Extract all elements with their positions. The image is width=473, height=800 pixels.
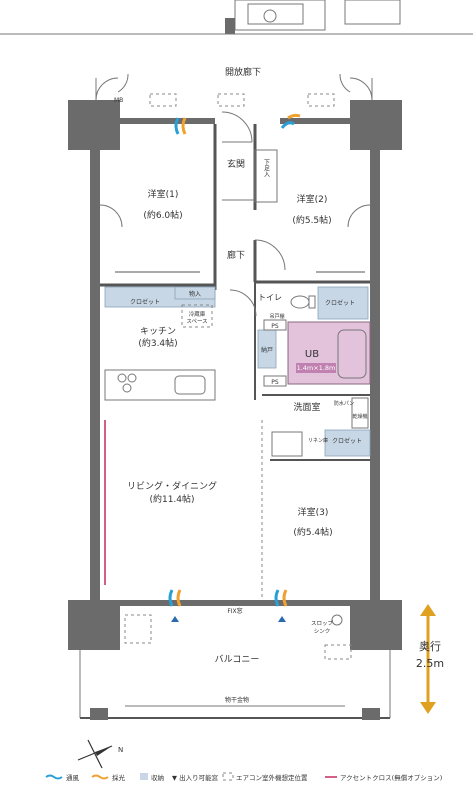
ub-size-label: 1.4m×1.8m: [297, 364, 336, 372]
storage-legend-icon: [140, 773, 148, 780]
ps-box-upper: [263, 319, 287, 331]
corridor-label: 開放廊下: [225, 66, 261, 78]
slop-sink-label-2: シンク: [314, 628, 331, 635]
ac-outdoor-units-top: [149, 93, 335, 107]
western-room-3-size: (約5.4帖): [293, 526, 332, 538]
linen-label: リネン庫: [308, 437, 328, 444]
closets: [104, 286, 371, 457]
ac-legend-icon: [222, 772, 234, 781]
hanger-label: 吊戸棚: [269, 313, 284, 320]
corridor-doors: [95, 73, 373, 101]
ps-box-lower: [263, 375, 287, 387]
fix-window-label: FIX窓: [227, 607, 242, 615]
fridge-space-label: スペース: [186, 318, 207, 325]
western-room-1-size: (約6.0帖): [143, 209, 182, 221]
closet-washroom-label: クロゼット: [332, 437, 362, 445]
kitchen-size: (約3.4帖): [138, 337, 177, 349]
legend-access: ▼ 出入り可能窓: [172, 773, 219, 782]
depth-label: 奥行: [419, 639, 441, 653]
western-room-1-name: 洋室(1): [148, 188, 179, 200]
washer-pan-label: 防水パン: [334, 400, 354, 407]
nando-label: 納戸: [261, 346, 273, 354]
slop-sink-label-1: スロップ: [311, 620, 334, 627]
balcony-area: [79, 614, 391, 720]
fridge-label: 冷蔵庫: [189, 310, 206, 318]
dryer-label: 乾燥機: [352, 413, 367, 420]
shoe-box-label: 下足入: [263, 159, 270, 177]
daylight-legend-icon: [91, 774, 109, 780]
legend-ventilation: 通風: [66, 773, 80, 782]
toilet-room: [229, 289, 316, 317]
kitchen-counter: [104, 369, 216, 401]
entrance-label: 玄関: [227, 158, 245, 170]
upper-floor-fragment: [0, 0, 473, 35]
interior-walls: [99, 124, 371, 600]
storage-label: 物入: [189, 290, 201, 298]
entrance-door: [221, 111, 253, 143]
balcony-label: バルコニー: [215, 654, 260, 665]
ventilation-legend-icon: [45, 774, 63, 780]
legend-ac: エアコン室外機想定位置: [236, 773, 308, 782]
compass-icon: N: [77, 739, 123, 769]
legend: 通風 採光 収納 ▼ 出入り可能窓 エアコン室外機想定位置 アクセントクロス(無…: [45, 772, 442, 782]
washroom-fixtures: [271, 397, 369, 457]
depth-value: 2.5m: [416, 657, 444, 670]
western-room-2-size: (約5.5帖): [292, 214, 331, 226]
closet-kitchen-label: クロゼット: [130, 298, 160, 306]
window-marks: [168, 113, 301, 622]
living-size: (約11.4帖): [149, 493, 194, 505]
washroom-label: 洗面室: [293, 401, 320, 413]
ub-label: UB: [305, 349, 319, 360]
kitchen-name: キッチン: [140, 326, 176, 337]
closet-toilet-label: クロゼット: [325, 299, 355, 307]
legend-storage: 収納: [151, 773, 164, 782]
western-room-3-name: 洋室(3): [298, 506, 329, 518]
legend-accent: アクセントクロス(無償オプション): [340, 773, 442, 782]
svg-text:N: N: [118, 746, 123, 754]
laundry-rod-label: 物干金物: [225, 696, 249, 704]
legend-daylight: 採光: [112, 773, 126, 782]
hall-label: 廊下: [227, 249, 245, 261]
ps-label-lower: PS: [271, 379, 279, 386]
depth-arrow: [420, 604, 436, 714]
mb-label: MB: [114, 97, 123, 104]
toilet-label: トイレ: [258, 293, 282, 302]
ps-label-upper: PS: [271, 323, 279, 330]
fridge-space-box: [181, 304, 213, 328]
unit-bath: [287, 321, 371, 385]
exterior-walls: [68, 100, 402, 650]
living-name: リビング・ダイニング: [127, 480, 217, 492]
western-room-2-name: 洋室(2): [297, 193, 328, 205]
